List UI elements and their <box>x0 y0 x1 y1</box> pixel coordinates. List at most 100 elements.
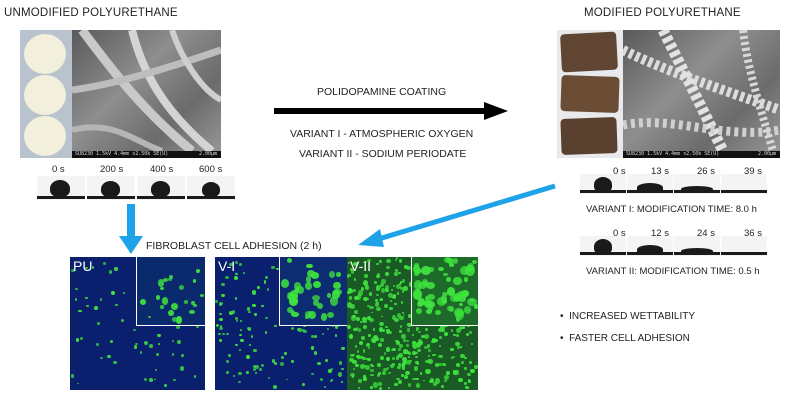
cell-dot <box>363 274 369 279</box>
cell-dot <box>396 284 401 289</box>
cell-dot <box>175 315 183 324</box>
cell-dot <box>444 364 447 366</box>
cell-dot <box>392 284 395 287</box>
cell-dot <box>75 288 78 291</box>
cell-dot <box>258 367 263 371</box>
cell-dot <box>196 269 200 273</box>
time-label: 13 s <box>651 166 669 177</box>
time-label: 400 s <box>150 164 174 175</box>
cell-dot <box>180 366 185 371</box>
cell-dot <box>157 334 162 338</box>
droplet-image <box>137 176 185 200</box>
cell-dot <box>413 366 419 371</box>
cell-dot <box>362 356 366 361</box>
cell-dot <box>407 328 411 332</box>
droplet-image <box>721 174 767 194</box>
cell-dot <box>225 360 230 364</box>
cell-dot <box>442 363 446 367</box>
cell-dot <box>75 298 78 301</box>
cell-dot <box>271 265 275 270</box>
cell-dot <box>328 271 335 279</box>
cell-dot <box>221 293 225 297</box>
cell-dot <box>257 285 261 289</box>
cell-dot <box>314 351 318 355</box>
cell-dot <box>286 292 294 300</box>
cell-dot <box>238 380 241 383</box>
cell-dot <box>294 286 299 291</box>
cell-dot <box>403 349 409 355</box>
cell-dot <box>470 368 476 374</box>
bullet-text: INCREASED WETTABILITY <box>569 311 696 322</box>
variant2-droplet-row <box>580 236 770 256</box>
cell-dot <box>388 372 391 375</box>
cell-dot <box>313 334 317 339</box>
cell-dot <box>398 344 403 349</box>
cell-dot <box>234 343 238 347</box>
cell-dot <box>415 326 419 330</box>
cell-dot <box>428 354 431 357</box>
cell-dot <box>350 289 354 294</box>
cell-dot <box>383 352 386 355</box>
cell-dot <box>348 295 353 300</box>
cell-dot <box>372 327 376 331</box>
cell-dot <box>360 363 365 369</box>
cell-dot <box>263 280 267 284</box>
cell-dot <box>416 329 419 331</box>
cell-dot <box>381 287 386 294</box>
cell-dot <box>96 321 101 325</box>
cell-dot <box>355 345 358 348</box>
droplet-image <box>721 236 767 256</box>
cell-dot <box>452 257 459 264</box>
cell-dot <box>394 272 399 276</box>
cell-dot <box>376 285 381 289</box>
cell-dot <box>365 357 370 361</box>
cell-dot <box>379 282 384 288</box>
cell-dot <box>447 257 454 264</box>
cell-dot <box>379 355 384 360</box>
cell-dot <box>362 279 368 286</box>
cell-dot <box>398 283 402 286</box>
cell-dot <box>143 377 148 381</box>
cell-dot <box>426 368 431 374</box>
cell-dot <box>233 375 236 378</box>
cell-dot <box>347 276 350 279</box>
cell-dot <box>363 296 368 301</box>
cell-dot <box>322 332 325 336</box>
cell-dot <box>175 325 180 330</box>
cell-dot <box>387 331 390 335</box>
cell-dot <box>381 371 387 375</box>
cell-dot <box>306 269 316 278</box>
cell-dot <box>424 300 433 309</box>
cell-dot <box>339 360 343 365</box>
cell-dot <box>239 328 243 332</box>
cell-dot <box>347 302 352 308</box>
cell-dot <box>363 364 367 368</box>
cell-dot <box>220 325 223 328</box>
cell-dot <box>468 266 474 271</box>
cell-dot <box>405 266 411 271</box>
cell-dot <box>358 328 362 332</box>
cell-dot <box>406 322 410 326</box>
cell-dot <box>450 329 454 332</box>
diagonal-arrow-blue <box>358 183 556 247</box>
cell-dot <box>412 341 417 345</box>
time-label: 200 s <box>100 164 124 175</box>
cell-dot <box>406 351 410 355</box>
time-label: 24 s <box>697 228 715 239</box>
cell-dot <box>438 266 445 271</box>
cell-dot <box>293 294 299 299</box>
cell-dot <box>398 379 403 385</box>
cell-dot <box>168 275 174 280</box>
cell-dot <box>392 347 396 351</box>
cell-dot <box>464 277 469 282</box>
cell-dot <box>436 297 446 306</box>
sem-caption-text: SU8230 1.5kV 4.4mm x2.50k SE(U) <box>75 151 169 157</box>
cell-dot <box>460 265 470 276</box>
cell-dot <box>362 260 367 264</box>
cell-dot <box>461 290 470 297</box>
cell-dot <box>357 386 361 389</box>
cell-dot <box>370 368 375 373</box>
time-label: 12 s <box>651 228 669 239</box>
cell-dot <box>369 385 373 389</box>
cell-dot <box>156 352 160 356</box>
